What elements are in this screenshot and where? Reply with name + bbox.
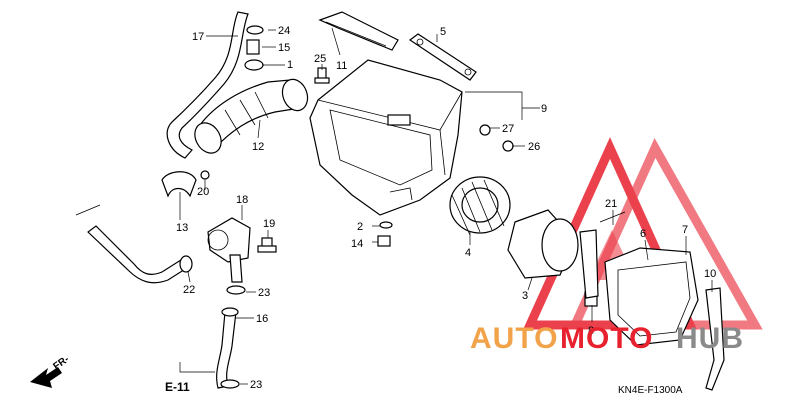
label-11: 11	[336, 60, 347, 72]
label-27: 27	[502, 123, 514, 135]
strap-left	[579, 229, 599, 299]
part-labels: 17 24 15 1 12 11 25 5 9 27 26 2 14 4 3 2…	[176, 25, 716, 391]
label-1: 1	[287, 59, 293, 71]
leader-lines	[179, 27, 713, 385]
clamp-1	[244, 59, 264, 71]
label-23b: 23	[250, 379, 262, 391]
fitting-15	[246, 39, 260, 55]
bolt-27	[479, 124, 491, 136]
label-8: 8	[588, 325, 594, 337]
clamp-24	[246, 25, 264, 35]
label-23a: 23	[258, 287, 270, 299]
air-cleaner-cover-6	[604, 247, 699, 346]
label-10: 10	[704, 268, 716, 280]
bracket-10	[705, 287, 725, 391]
plate-21	[599, 211, 626, 223]
diagram-code: KN4E-F1300A	[618, 385, 683, 396]
front-arrow-icon: FR-	[30, 354, 71, 388]
hose-22	[75, 204, 191, 284]
svg-text:AUTO: AUTO	[470, 322, 558, 355]
label-7: 7	[682, 224, 688, 236]
bolt-20	[200, 170, 210, 180]
label-2: 2	[357, 221, 363, 233]
label-20: 20	[197, 186, 209, 198]
label-9: 9	[541, 103, 547, 115]
label-13: 13	[176, 222, 188, 234]
svg-text:HUB: HUB	[676, 322, 744, 355]
air-cleaner-case	[309, 59, 463, 216]
label-4: 4	[465, 247, 471, 259]
bolt-25	[314, 67, 330, 84]
clamp-23b	[220, 379, 240, 389]
label-26: 26	[528, 141, 540, 153]
bolt-19	[257, 237, 277, 253]
connecting-tube-12	[194, 78, 309, 154]
label-12: 12	[252, 141, 264, 153]
label-6: 6	[640, 228, 646, 240]
band-13	[161, 171, 197, 198]
label-3: 3	[522, 290, 528, 302]
case-cover-11	[318, 11, 399, 51]
watermark-text: AUTO MOTO HUB	[470, 322, 744, 355]
reference-label: E-11	[165, 380, 190, 394]
label-5: 5	[440, 26, 446, 38]
filter-element-4	[449, 176, 511, 236]
clamp-23a	[226, 285, 246, 295]
label-16: 16	[256, 313, 268, 325]
label-21: 21	[605, 198, 617, 210]
sponge-3	[507, 209, 579, 279]
hose-16	[216, 307, 239, 389]
svg-text:MOTO: MOTO	[560, 322, 653, 355]
label-17: 17	[192, 31, 204, 43]
label-22: 22	[183, 284, 195, 296]
label-14: 14	[351, 238, 363, 250]
valve-18	[207, 217, 251, 283]
label-18: 18	[236, 194, 248, 206]
label-25: 25	[314, 53, 326, 65]
clip-2	[379, 221, 393, 229]
label-24: 24	[278, 25, 290, 37]
clamp-22	[179, 255, 193, 273]
bolt-26	[502, 140, 514, 152]
label-19: 19	[263, 218, 275, 230]
bracket-5	[408, 33, 477, 81]
hose-17	[166, 11, 249, 159]
grommet-14	[377, 235, 391, 247]
label-15: 15	[278, 42, 290, 54]
